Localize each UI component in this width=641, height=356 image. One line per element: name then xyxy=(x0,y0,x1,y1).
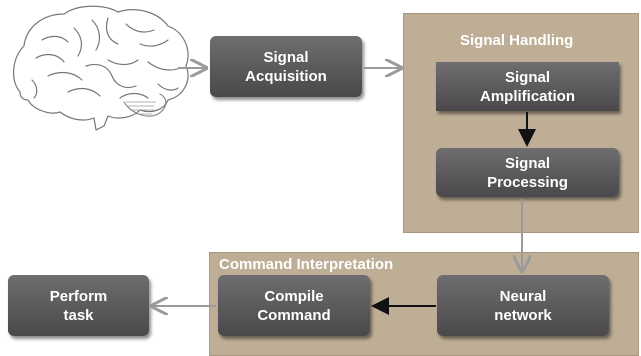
perform-task-label: Perform task xyxy=(49,287,108,324)
compile-command-node: Compile Command xyxy=(218,275,370,336)
signal-amplification-node: Signal Amplification xyxy=(436,62,619,111)
brain-icon xyxy=(13,5,189,131)
signal-processing-node: Signal Processing xyxy=(436,148,619,197)
compile-command-label: Compile Command xyxy=(257,287,331,324)
signal-handling-title: Signal Handling xyxy=(460,32,574,49)
signal-acquisition-label: Signal Acquisition xyxy=(245,48,327,85)
signal-processing-label: Signal Processing xyxy=(487,154,568,191)
neural-network-node: Neural network xyxy=(437,275,609,336)
perform-task-node: Perform task xyxy=(8,275,149,336)
signal-amplification-label: Signal Amplification xyxy=(479,68,575,105)
signal-acquisition-node: Signal Acquisition xyxy=(210,36,362,97)
command-interpretation-title: Command Interpretation xyxy=(219,256,394,273)
neural-network-label: Neural network xyxy=(494,287,552,324)
